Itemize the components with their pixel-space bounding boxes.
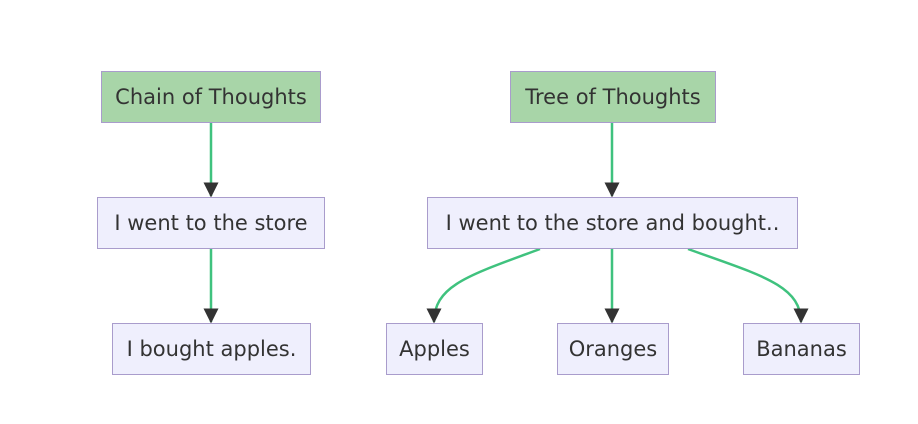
tree-branch-bananas-node: Bananas — [743, 323, 860, 375]
edge-tree-root-to-apples — [426, 247, 541, 324]
chain-step-2-label: I bought apples. — [126, 337, 297, 361]
tree-branch-oranges-node: Oranges — [557, 323, 669, 375]
chain-step-1-label: I went to the store — [114, 211, 308, 235]
edge-tree-root-to-bananas — [687, 247, 809, 324]
chain-title-label: Chain of Thoughts — [115, 85, 307, 109]
tree-branch-apples-label: Apples — [399, 337, 470, 361]
tree-title-label: Tree of Thoughts — [525, 85, 701, 109]
tree-root-label: I went to the store and bought.. — [445, 211, 780, 235]
tree-branch-apples-node: Apples — [386, 323, 483, 375]
tree-root-node: I went to the store and bought.. — [427, 197, 798, 249]
chain-step-1-node: I went to the store — [97, 197, 325, 249]
chain-step-2-node: I bought apples. — [112, 323, 311, 375]
tree-branch-oranges-label: Oranges — [568, 337, 658, 361]
tree-title-node: Tree of Thoughts — [510, 71, 716, 123]
tree-branch-bananas-label: Bananas — [756, 337, 847, 361]
chain-title-node: Chain of Thoughts — [101, 71, 321, 123]
